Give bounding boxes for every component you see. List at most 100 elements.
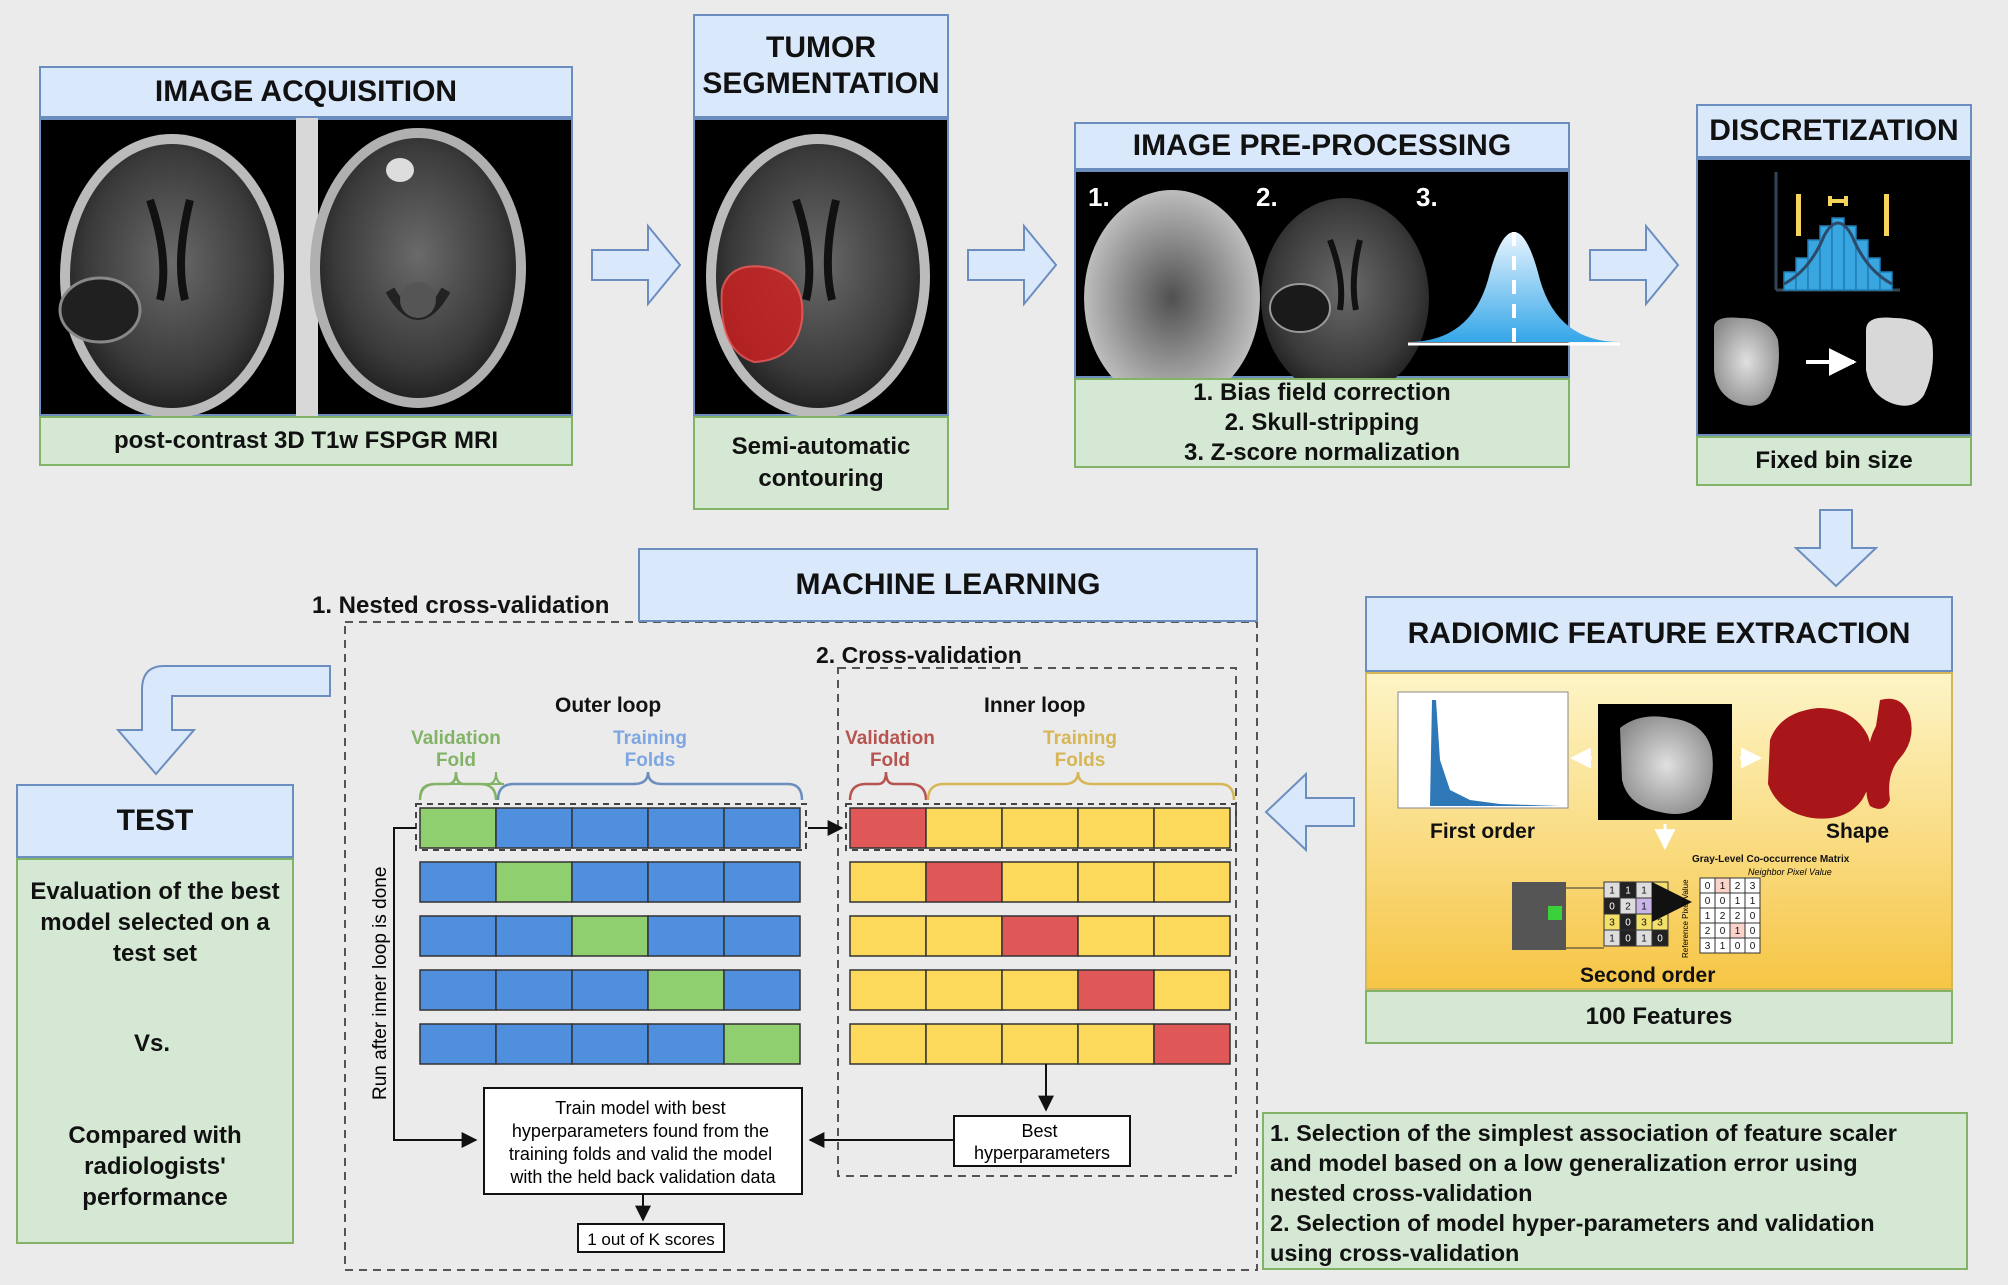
outer-fold-r5-c1 xyxy=(419,1023,497,1065)
train-model-text: Train model with best hyperparameters fo… xyxy=(509,1098,777,1187)
test-compared-text: Compared with radiologists' performance xyxy=(16,1120,294,1214)
inner-fold-r2-c1 xyxy=(849,861,927,903)
inner-fold-r5-c3 xyxy=(1001,1023,1079,1065)
outer-fold-r3-c4 xyxy=(647,915,725,957)
discretization-header: DISCRETIZATION xyxy=(1696,104,1972,158)
outer-fold-r2-c2 xyxy=(495,861,573,903)
vs-label: Vs. xyxy=(134,1030,171,1057)
inner-training-folds-label: Training Folds xyxy=(1020,728,1140,772)
mri-slice-1 xyxy=(58,134,284,418)
outer-fold-r4-c4 xyxy=(647,969,725,1011)
segmentation-caption-line1: Semi-automatic xyxy=(731,432,911,460)
outer-fold-r5-c4 xyxy=(647,1023,725,1065)
glcm-title: Gray-Level Co-occurrence Matrix xyxy=(1692,854,1850,865)
inner-loop-label: Inner loop xyxy=(984,694,1086,717)
ml-note-line3: nested cross-validation xyxy=(1270,1180,1533,1207)
test-compared-line3: performance xyxy=(82,1184,228,1212)
outer-fold-r3-c3 xyxy=(571,915,649,957)
preprocessing-step-3: 3. Z-score normalization xyxy=(1183,439,1461,466)
inner-fold-r3-c3 xyxy=(1001,915,1079,957)
inner-validation-line2: Fold xyxy=(869,749,911,771)
k-scores-label: 1 out of K scores xyxy=(587,1230,715,1249)
inner-fold-r1-c3 xyxy=(1001,807,1079,849)
outer-fold-r2-c3 xyxy=(571,861,649,903)
best-hyperparameters-box xyxy=(953,1115,1131,1167)
inner-fold-r1-c4 xyxy=(1077,807,1155,849)
outer-fold-r4-c2 xyxy=(495,969,573,1011)
skull-stripped-image xyxy=(1261,198,1429,398)
preprocessing-num2: 2. xyxy=(1256,182,1278,212)
outer-fold-r3-c1 xyxy=(419,915,497,957)
outer-fold-r1-c3 xyxy=(571,807,649,849)
flow-arrow-acq-to-seg xyxy=(591,223,682,307)
cv-label: 2. Cross-validation xyxy=(816,642,1022,668)
tumor-before-icon xyxy=(1713,317,1779,406)
outer-validation-line1: Validation xyxy=(411,728,501,749)
test-eval-line2: model selected on a xyxy=(40,909,270,937)
glcm-right-value: 0 xyxy=(1720,926,1726,937)
glcm-right-value: 1 xyxy=(1720,881,1726,892)
glcm-right-value: 2 xyxy=(1720,911,1726,922)
radiomic-caption: 100 Features xyxy=(1365,990,1953,1044)
glcm-right-value: 0 xyxy=(1750,926,1756,937)
flow-arrow-radiomic-to-ml xyxy=(1264,771,1355,853)
first-order-histogram xyxy=(1397,691,1569,809)
inner-fold-r5-c4 xyxy=(1077,1023,1155,1065)
glcm-left-value: 1 xyxy=(1641,886,1647,897)
outer-fold-grid xyxy=(419,807,801,1065)
preprocessing-step-1: 1. Bias field correction xyxy=(1193,379,1451,406)
preprocessing-num3: 3. xyxy=(1416,182,1438,212)
glcm-right-value: 0 xyxy=(1720,896,1726,907)
outer-loop-label: Outer loop xyxy=(555,694,662,717)
glcm-right-value: 0 xyxy=(1735,941,1741,952)
inner-fold-r2-c4 xyxy=(1077,861,1155,903)
inner-fold-r5-c1 xyxy=(849,1023,927,1065)
glcm-left-value: 2 xyxy=(1625,902,1631,913)
ml-notes: 1. Selection of the simplest association… xyxy=(1262,1112,1968,1270)
radiomic-header: RADIOMIC FEATURE EXTRACTION xyxy=(1365,596,1953,672)
ml-note-line5: using cross-validation xyxy=(1270,1240,1520,1267)
inner-fold-r1-c1 xyxy=(849,807,927,849)
inner-fold-r2-c5 xyxy=(1153,861,1231,903)
outer-training-line1: Training xyxy=(613,728,687,749)
test-compared-line1: Compared with xyxy=(68,1122,242,1149)
ml-note-line4: 2. Selection of model hyper-parameters a… xyxy=(1270,1210,1875,1237)
outer-fold-r3-c2 xyxy=(495,915,573,957)
inner-fold-r3-c4 xyxy=(1077,915,1155,957)
segmentation-title-line2: SEGMENTATION xyxy=(702,67,940,100)
test-panel xyxy=(16,858,294,1244)
test-evaluation-text: Evaluation of the best model selected on… xyxy=(16,876,294,970)
zscore-bell-icon xyxy=(1408,232,1620,346)
inner-fold-r3-c5 xyxy=(1153,915,1231,957)
training-brace xyxy=(496,771,804,801)
glcm-right-value: 3 xyxy=(1750,881,1756,892)
neighbor-pixel-label: Neighbor Pixel Value xyxy=(1748,867,1832,877)
glcm-left-value: 1 xyxy=(1641,902,1647,913)
outer-fold-r5-c5 xyxy=(723,1023,801,1065)
outer-fold-r4-c5 xyxy=(723,969,801,1011)
validation-brace xyxy=(418,771,498,801)
glcm-illustration xyxy=(1512,882,1604,950)
inner-fold-r1-c2 xyxy=(925,807,1003,849)
first-order-label: First order xyxy=(1430,820,1536,843)
outer-validation-line2: Fold xyxy=(435,749,477,771)
outer-fold-r2-c1 xyxy=(419,861,497,903)
flow-arrow-disc-to-radiomic xyxy=(1793,509,1879,588)
glcm-right-cell xyxy=(1744,937,1761,954)
flow-arrow-ml-to-test xyxy=(115,665,331,776)
outer-fold-r5-c2 xyxy=(495,1023,573,1065)
inner-validation-line1: Validation xyxy=(845,728,935,749)
inner-fold-r3-c1 xyxy=(849,915,927,957)
glcm-right-value: 2 xyxy=(1705,926,1711,937)
inner-fold-grid xyxy=(849,807,1231,1065)
k-scores-box xyxy=(577,1223,725,1253)
second-order-label: Second order xyxy=(1580,964,1716,987)
ml-header: MACHINE LEARNING xyxy=(638,548,1258,622)
acquisition-header: IMAGE ACQUISITION xyxy=(39,66,573,118)
outer-fold-r2-c5 xyxy=(723,861,801,903)
glcm-right-value: 1 xyxy=(1750,896,1756,907)
glcm-left-value: 0 xyxy=(1625,918,1631,929)
glcm-left-value: 0 xyxy=(1609,902,1615,913)
